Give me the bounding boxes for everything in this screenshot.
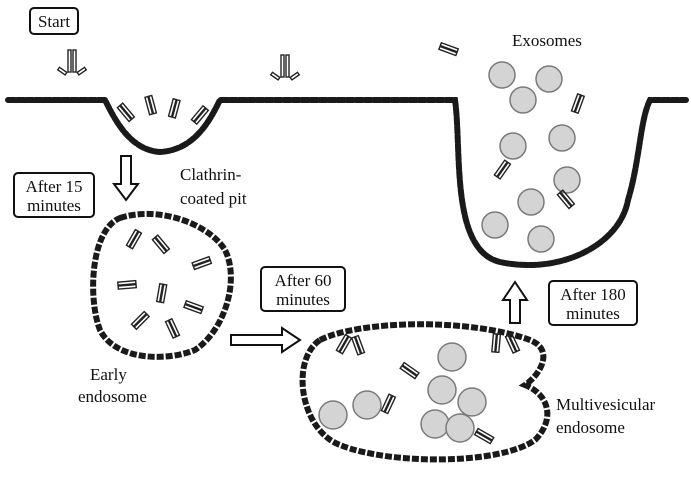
clathrin-pit-label-line-1: Clathrin- bbox=[180, 165, 242, 184]
plasma-membrane bbox=[8, 100, 686, 265]
stage-15-line-1: After 15 bbox=[25, 177, 82, 196]
receptor bbox=[166, 319, 180, 338]
intraluminal-vesicles bbox=[319, 343, 486, 442]
early-endosome-label-line-1: Early bbox=[90, 365, 127, 384]
intraluminal-vesicle bbox=[446, 414, 474, 442]
exosome-vesicle bbox=[518, 189, 544, 215]
exosome-vesicle bbox=[489, 62, 515, 88]
receptor bbox=[271, 55, 299, 80]
receptor bbox=[494, 160, 510, 179]
intraluminal-vesicle bbox=[458, 388, 486, 416]
receptor bbox=[475, 429, 494, 444]
intraluminal-vesicle bbox=[353, 391, 381, 419]
exosome-vesicle bbox=[500, 133, 526, 159]
receptor bbox=[126, 230, 141, 249]
exosome-vesicles bbox=[482, 62, 580, 252]
receptor bbox=[152, 235, 169, 253]
receptor bbox=[184, 301, 203, 314]
start-label-box: Start bbox=[30, 8, 78, 34]
mve-label-line-2: endosome bbox=[556, 418, 625, 437]
stage-180-line-2: minutes bbox=[566, 304, 620, 323]
receptor bbox=[157, 284, 167, 303]
exosome-vesicle bbox=[536, 66, 562, 92]
intraluminal-vesicle bbox=[319, 401, 347, 429]
receptor bbox=[352, 336, 365, 355]
clathrin-pit-label-line-2: coated pit bbox=[180, 189, 247, 208]
receptor bbox=[381, 394, 395, 413]
stage-180-line-1: After 180 bbox=[560, 285, 626, 304]
mve-label-line-1: Multivesicular bbox=[556, 395, 655, 414]
receptor bbox=[117, 103, 134, 121]
arrow-down bbox=[114, 156, 138, 200]
arrow-up bbox=[503, 282, 527, 323]
receptor bbox=[400, 363, 419, 379]
start-label: Start bbox=[38, 12, 70, 31]
receptor bbox=[118, 281, 137, 290]
arrow-right bbox=[231, 328, 300, 352]
receptor bbox=[192, 257, 211, 270]
stage-15-line-2: minutes bbox=[27, 196, 81, 215]
stage-60-line-1: After 60 bbox=[274, 271, 331, 290]
intraluminal-vesicle bbox=[428, 376, 456, 404]
exosome-vesicle bbox=[510, 87, 536, 113]
receptor bbox=[571, 94, 584, 113]
receptor bbox=[58, 50, 86, 75]
stage-180-box: After 180 minutes bbox=[549, 281, 637, 325]
stage-60-box: After 60 minutes bbox=[261, 267, 345, 311]
exosome-vesicle bbox=[528, 226, 554, 252]
stage-15-box: After 15 minutes bbox=[14, 173, 94, 217]
receptor bbox=[439, 43, 458, 56]
receptor bbox=[492, 334, 501, 353]
exosome-vesicle bbox=[482, 212, 508, 238]
exosomes-label: Exosomes bbox=[512, 31, 582, 50]
intraluminal-vesicle bbox=[421, 410, 449, 438]
stage-60-line-2: minutes bbox=[276, 290, 330, 309]
receptor bbox=[145, 96, 156, 115]
exosome-vesicle bbox=[549, 125, 575, 151]
receptor bbox=[169, 99, 180, 118]
early-endosome-label-line-2: endosome bbox=[78, 387, 147, 406]
receptor bbox=[557, 190, 574, 208]
receptor bbox=[336, 335, 351, 354]
intraluminal-vesicle bbox=[438, 343, 466, 371]
receptor bbox=[131, 312, 149, 330]
exosome-vesicle bbox=[554, 167, 580, 193]
